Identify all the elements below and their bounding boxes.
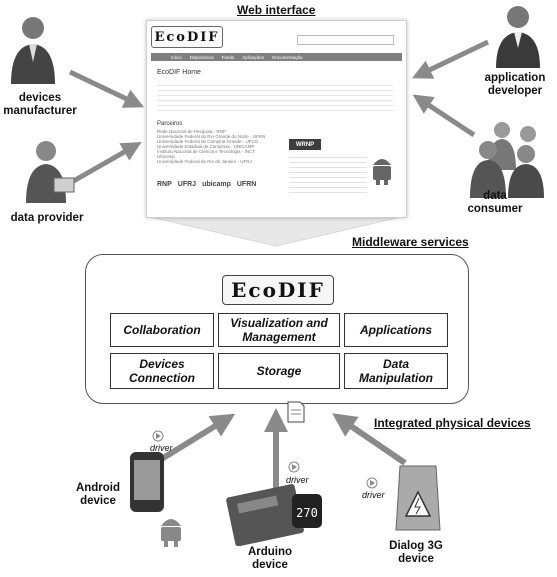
actor-data-provider: data provider [10,212,84,224]
svg-text:270: 270 [296,506,318,520]
middleware-services-box: EcoDIF Collaboration Visualization and M… [85,254,469,404]
actor-data-consumer: data consumer [467,190,523,215]
web-nav-item[interactable]: Aplicações [242,54,265,60]
web-partner-item[interactable]: Rede Nacional de Pesquisa - RNP [157,129,227,134]
partner-logo: RNP [157,181,172,188]
android-phone-icon [130,452,164,512]
arrow-manufacturer [68,69,145,108]
driver-label: driver [150,443,173,453]
web-nav-item[interactable]: Documentação [272,54,303,60]
driver-icon [288,461,300,473]
middleware-logo: EcoDIF [222,275,334,305]
web-nav-item[interactable]: Feeds [221,54,235,60]
web-partner-logos: RNP UFRJ ubicamp UFRN [157,181,256,188]
web-nav-bar: Início Dispositivos Feeds Aplicações Doc… [151,53,402,61]
arrow-developer [411,39,490,79]
web-news-text [289,153,367,197]
web-interface-screenshot: EcoDIF Início Dispositivos Feeds Aplicaç… [146,20,407,218]
actor-application-developer: application developer [484,72,546,97]
arrow-provider [68,142,142,186]
device-android-label: Android device [75,482,121,507]
web-partner-item[interactable]: Universidade Federal do Rio Grande do No… [157,134,266,139]
web-home-heading: EcoDIF Home [157,69,201,76]
physical-devices-title: Integrated physical devices [374,416,531,430]
arrow-android [158,413,236,463]
web-interface-title: Web interface [237,3,316,17]
consumer-group-icon [470,122,544,198]
module-data-manipulation: Data Manipulation [344,353,448,389]
android-logo-icon [161,519,181,547]
web-partner-item[interactable]: Ubicomp [157,154,175,159]
developer-person-icon [496,6,540,68]
web-partner-item[interactable]: Universidade Federal do Rio de Janeiro -… [157,159,252,164]
module-collaboration: Collaboration [110,313,214,347]
module-devices-connection: Devices Connection [110,353,214,389]
web-news-badge: WRNP [289,139,321,150]
arrow-consumer [412,94,476,138]
web-nav-item[interactable]: Início [171,54,182,60]
module-applications: Applications [344,313,448,347]
provider-person-icon [26,141,75,203]
web-home-text [157,81,393,111]
arrow-dialog [332,413,407,466]
arduino-board-icon: 270 [226,484,322,546]
android-robot-icon [373,159,391,185]
web-partner-item[interactable]: Universidade Estadual de Campinas - UNIC… [157,144,255,149]
actor-devices-manufacturer: devices manufacturer [3,92,77,117]
device-dialog-label: Dialog 3G device [389,540,443,565]
web-nav-item[interactable]: Dispositivos [189,54,214,60]
web-partners-heading: Parceiros [157,121,183,127]
middleware-title: Middleware services [352,235,469,249]
document-icon [287,401,305,423]
web-partners-list: Rede Nacional de Pesquisa - RNP Universi… [157,129,277,164]
web-partner-item[interactable]: Instituto Nacional de Ciência e Tecnolog… [157,149,255,154]
device-arduino-label: Arduino device [247,546,293,571]
web-search-box[interactable] [297,35,394,45]
web-partner-item[interactable]: Universidade Federal de Campina Grande -… [157,139,259,144]
partner-logo: UFRN [236,181,257,188]
web-logo: EcoDIF [151,26,223,48]
driver-label: driver [286,475,309,485]
partner-logo: UFRJ [177,181,197,188]
module-storage: Storage [218,353,340,389]
driver-label: driver [362,490,385,500]
dialog-3g-device-icon [395,465,441,531]
driver-icon [366,477,378,489]
driver-icon [152,430,164,442]
manufacturer-person-icon [11,17,55,84]
module-visualization-management: Visualization and Management [218,313,340,347]
partner-logo: ubicamp [202,181,231,188]
